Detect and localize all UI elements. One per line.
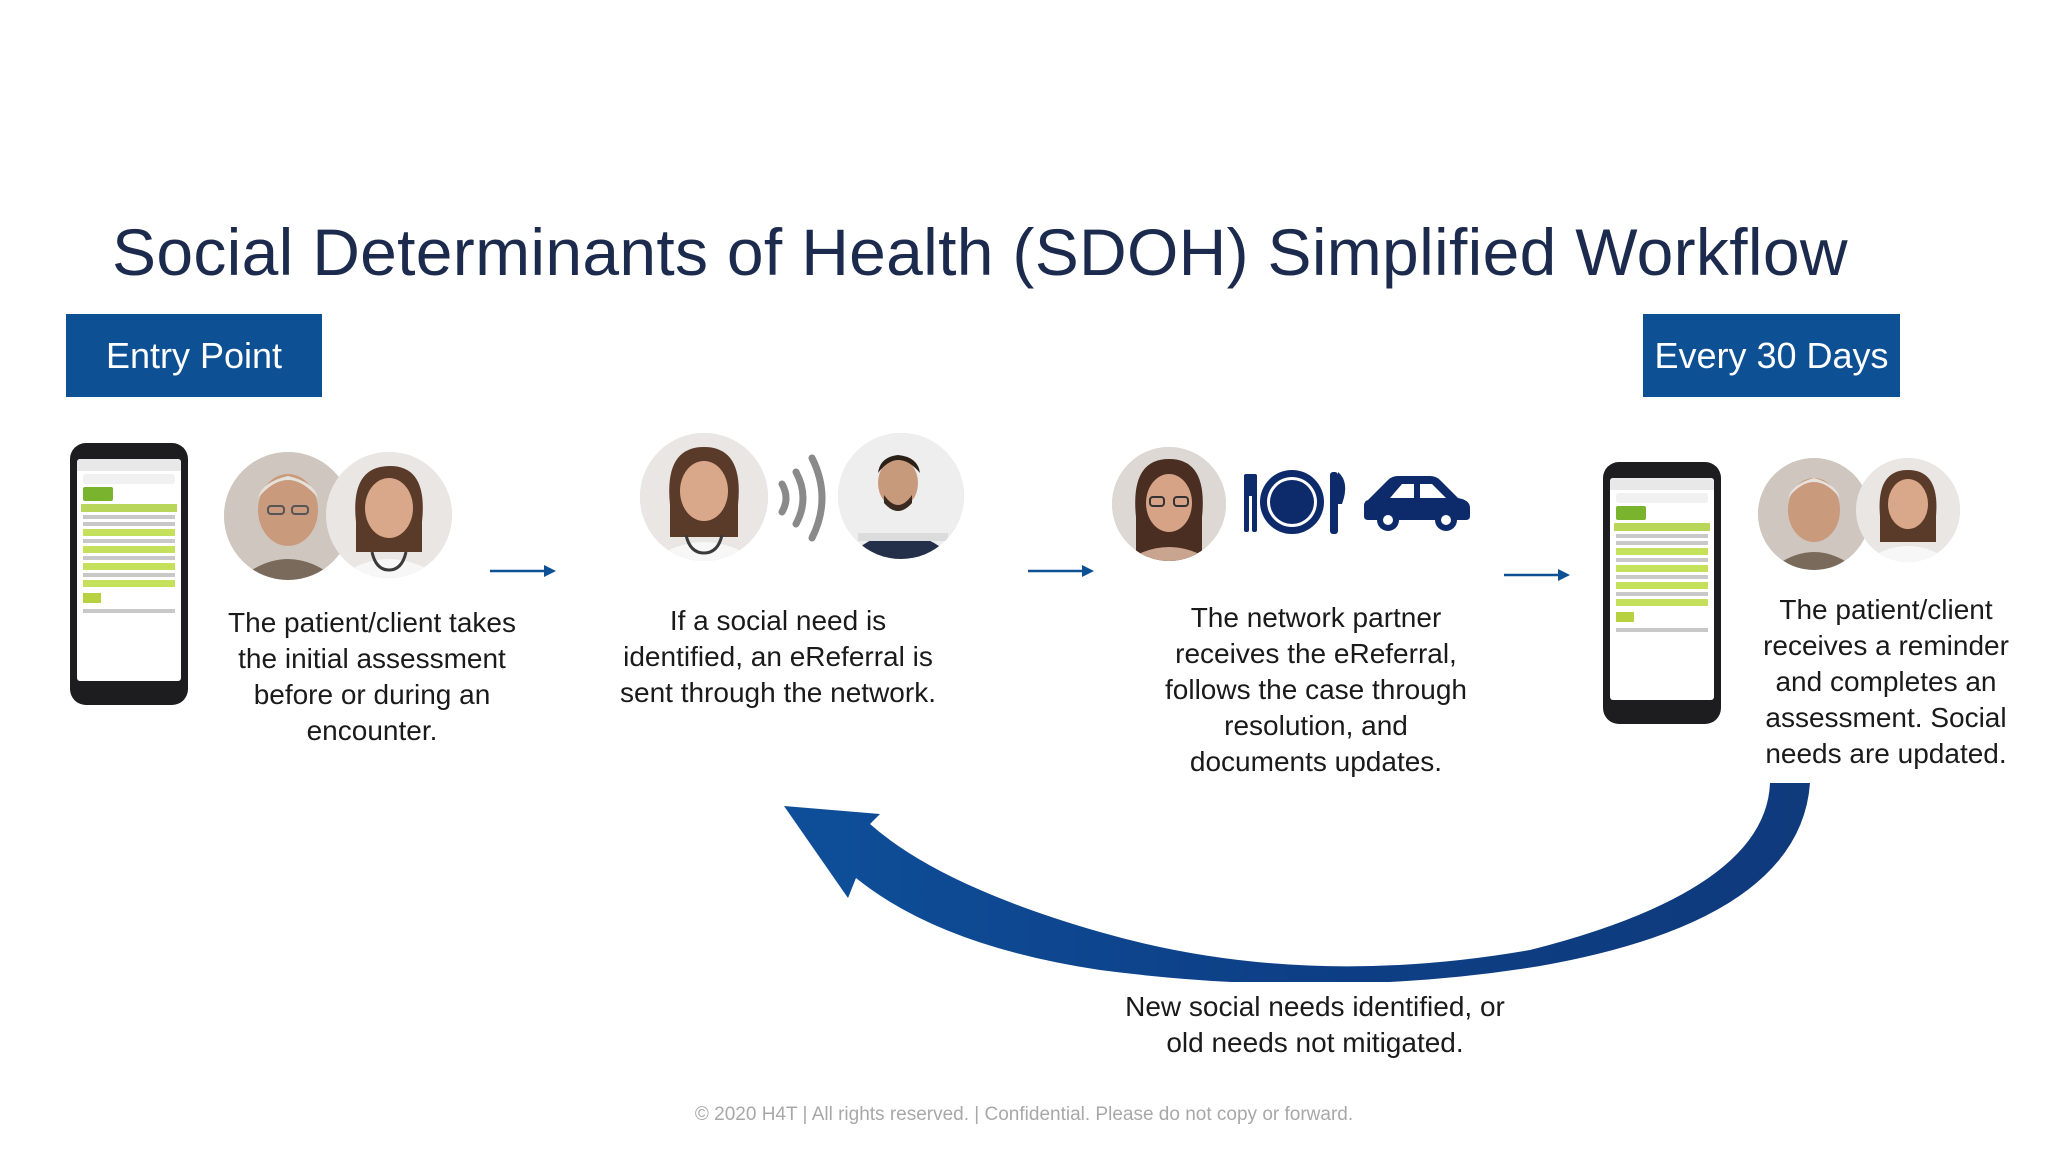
step-3-line: documents updates. <box>1189 746 1443 777</box>
step-1-line: before or during an <box>253 679 491 710</box>
step-2-line: If a social need is <box>669 605 887 636</box>
every-30-days-tag: Every 30 Days <box>1643 314 1900 397</box>
loop-note-line: old needs not mitigated. <box>1166 1027 1464 1058</box>
phone-screenshot-icon <box>1603 462 1721 724</box>
loop-note-text: New social needs identified, or old need… <box>1100 989 1530 1061</box>
step-1-line: The patient/client takes <box>228 607 516 638</box>
return-loop-arrow <box>784 783 1810 982</box>
step-4-line: and completes an <box>1775 666 1997 697</box>
footer-copyright: © 2020 H4T | All rights reserved. | Conf… <box>694 1104 1354 1125</box>
agent-photo <box>838 433 964 559</box>
step-3-line: follows the case through <box>1165 674 1467 705</box>
loop-note-line: New social needs identified, or <box>1125 991 1505 1022</box>
plate-cutlery-icon <box>1244 470 1346 534</box>
step-3-line: receives the eReferral, <box>1175 638 1457 669</box>
step-4-text: The patient/client receives a reminder a… <box>1746 592 2026 772</box>
flow-arrow-1 <box>490 565 556 577</box>
step-1-text: The patient/client takes the initial ass… <box>212 605 532 749</box>
step-3-line: The network partner <box>1190 602 1442 633</box>
step-1-line: the initial assessment <box>238 643 506 674</box>
step-1-line: encounter. <box>306 715 438 746</box>
flow-arrow-3 <box>1504 569 1570 581</box>
step-3-text: The network partner receives the eReferr… <box>1134 600 1498 780</box>
doctor-photo <box>326 452 452 578</box>
step-4-line: assessment. Social <box>1765 702 2007 733</box>
step-3-line: resolution, and <box>1224 710 1408 741</box>
flow-arrow-2 <box>1028 565 1094 577</box>
slide-title: Social Determinants of Health (SDOH) Sim… <box>112 215 1848 289</box>
signal-waves-icon <box>778 454 826 542</box>
step-2-line: identified, an eReferral is <box>623 641 933 672</box>
step-4-line: needs are updated. <box>1765 738 2007 769</box>
patient-photo <box>1758 458 1870 570</box>
car-icon <box>1364 476 1470 531</box>
entry-point-tag: Entry Point <box>66 314 322 397</box>
network-partner-photo <box>1112 447 1226 561</box>
step-4-line: The patient/client <box>1779 594 1993 625</box>
phone-screenshot-icon <box>70 443 188 705</box>
doctor-photo <box>640 433 768 561</box>
step-2-text: If a social need is identified, an eRefe… <box>598 603 958 711</box>
step-4-line: receives a reminder <box>1763 630 2009 661</box>
step-2-line: sent through the network. <box>620 677 936 708</box>
doctor-photo <box>1856 458 1960 562</box>
